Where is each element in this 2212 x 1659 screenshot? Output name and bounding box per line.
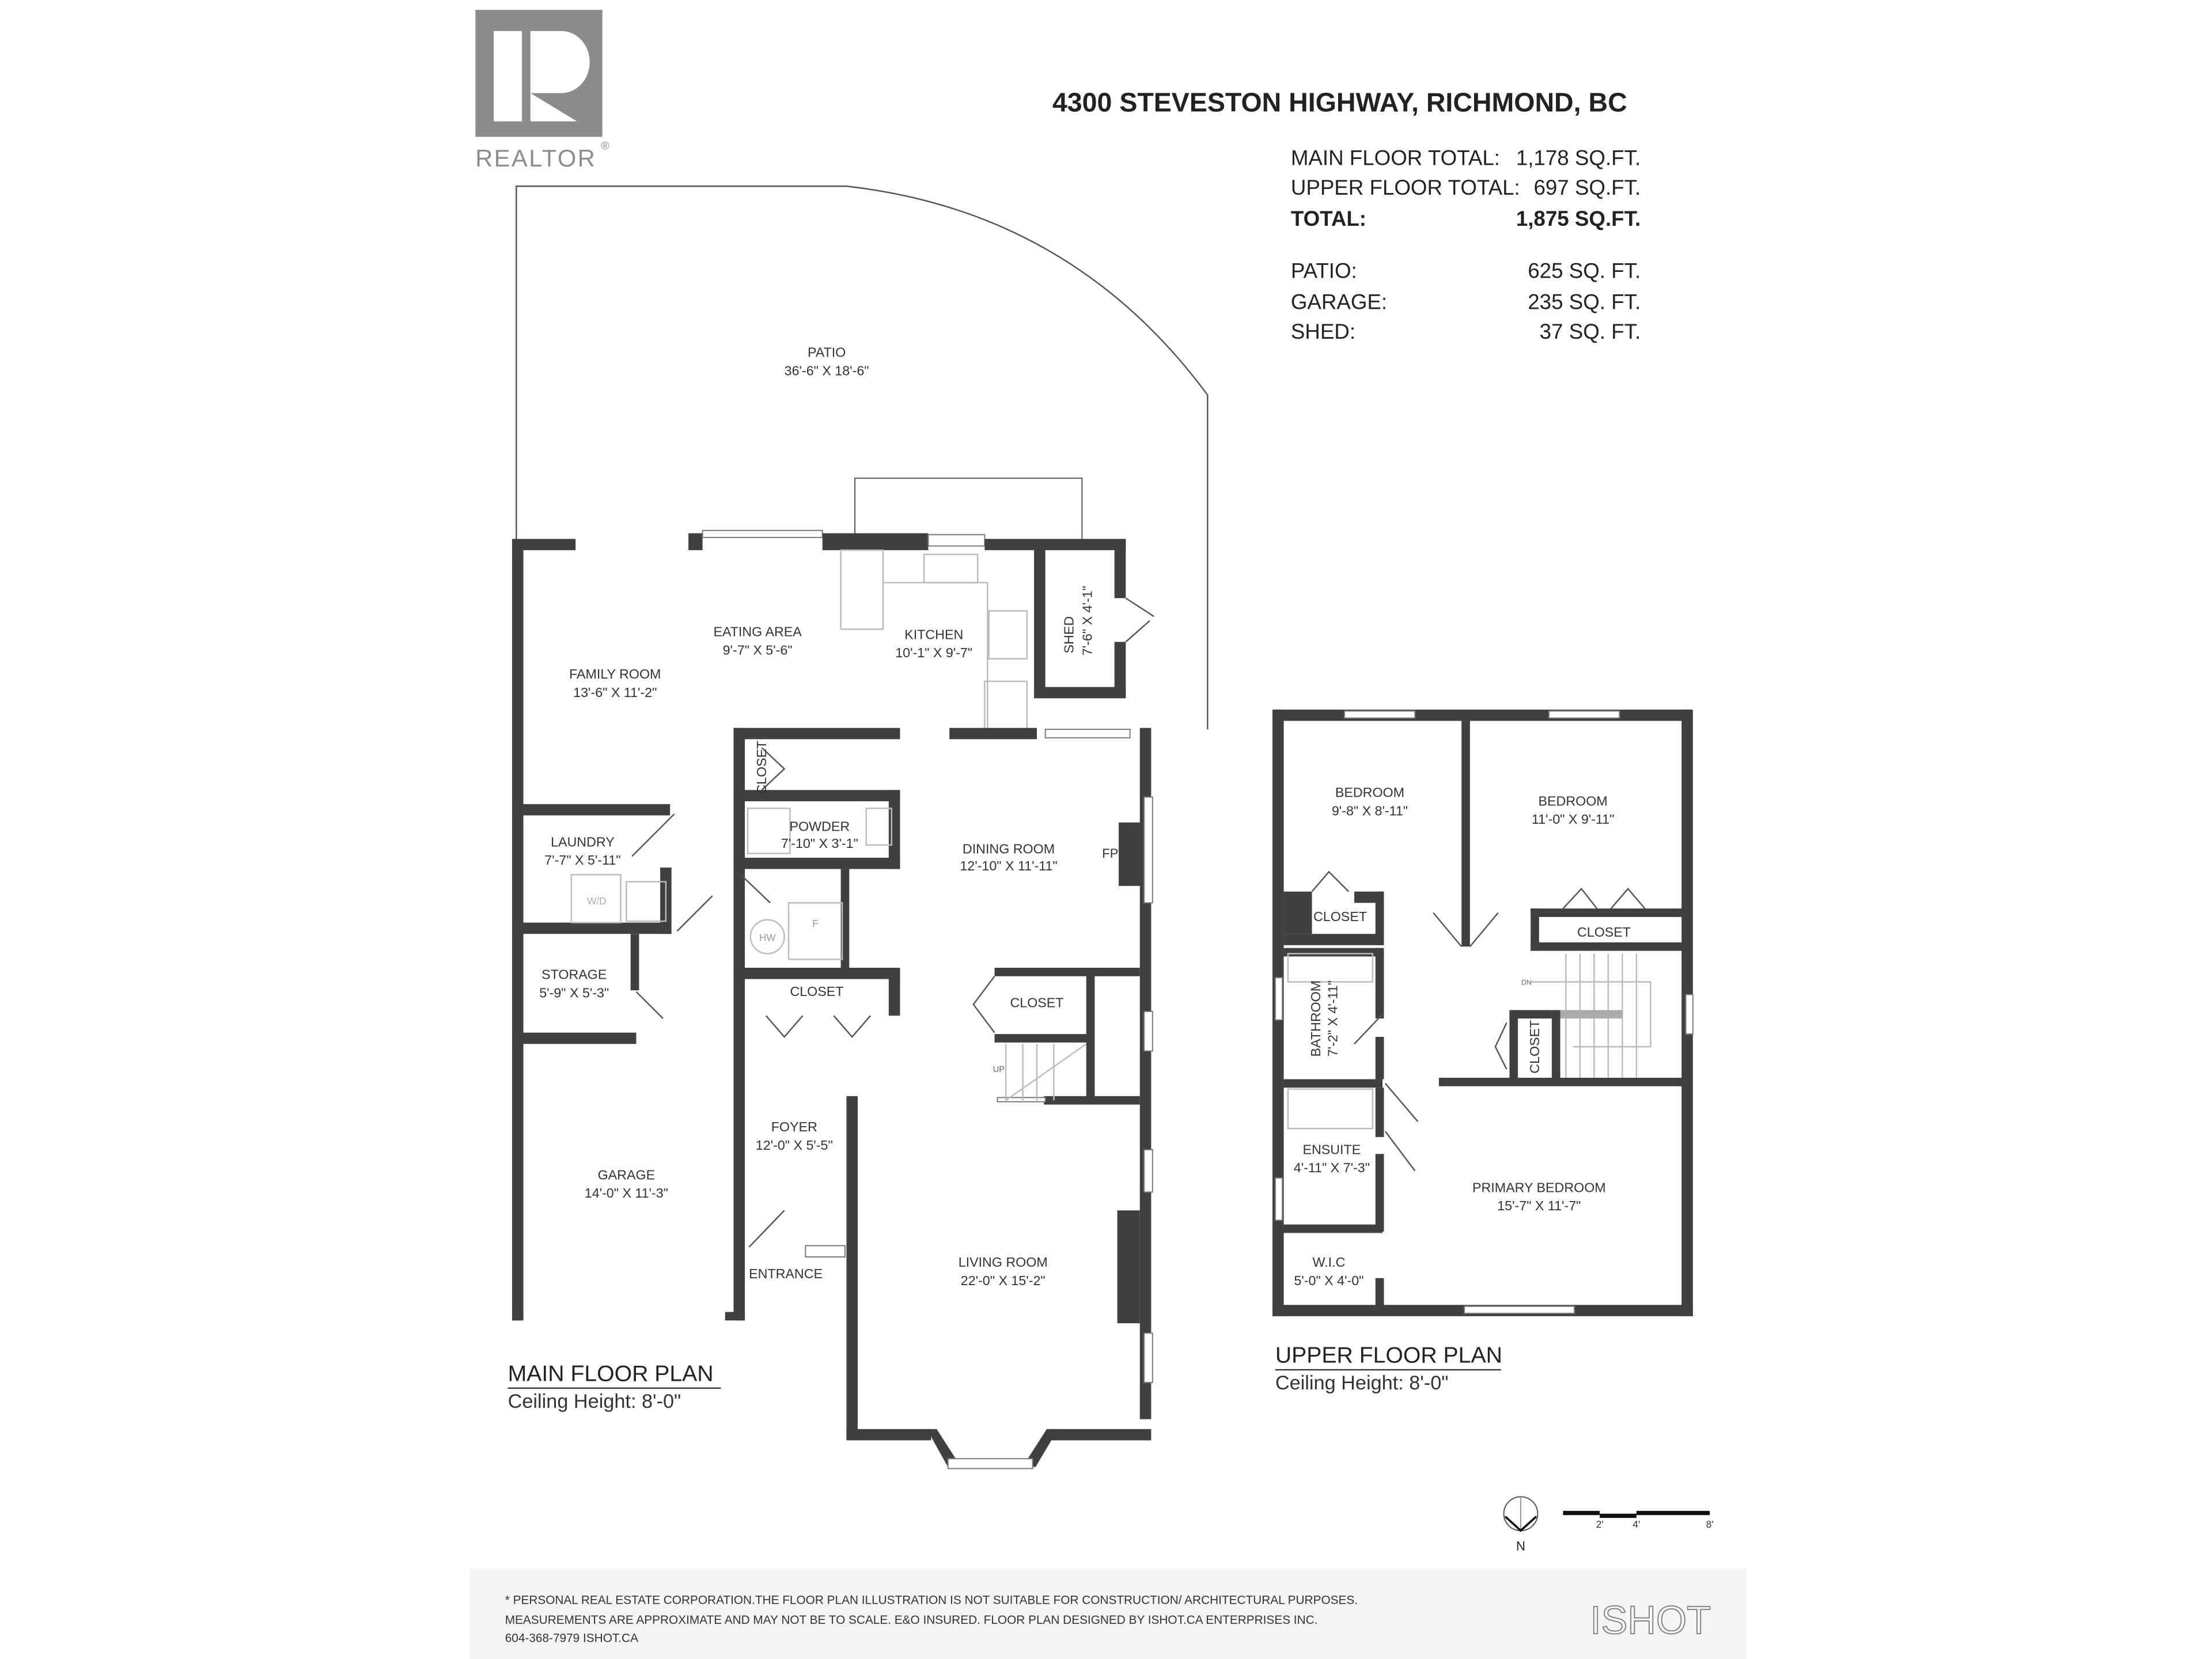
- shed-area-label: SHED:: [1291, 320, 1355, 343]
- fireplace-label: FP: [1102, 846, 1118, 861]
- closet-hall-label: CLOSET: [1527, 1020, 1542, 1074]
- room-powder-name: POWDER: [790, 819, 850, 834]
- main-floor-total-label: MAIN FLOOR TOTAL:: [1291, 146, 1500, 170]
- room-living-room-name: LIVING ROOM: [959, 1255, 1048, 1270]
- room-kitchen-name: KITCHEN: [904, 627, 963, 642]
- room-family-room-name: FAMILY ROOM: [569, 666, 661, 681]
- room-bathroom-name: BATHROOM: [1308, 980, 1323, 1057]
- room-wic-dim: 5'-0" X 4'-0": [1294, 1273, 1363, 1288]
- main-floor-plan: PATIO 36'-6" X 18'-6" EATING AREA 9'-7" …: [508, 185, 1209, 1469]
- north-label: N: [1516, 1539, 1525, 1553]
- closet-foyer-label: CLOSET: [790, 984, 843, 999]
- room-shed-dim: 7'-6" X 4'-1": [1080, 586, 1095, 656]
- scale-tick-2: 2': [1596, 1518, 1604, 1530]
- total-value: 1,875 SQ.FT.: [1516, 207, 1641, 230]
- room-bedroom-2-dim: 11'-0" X 9'-11": [1532, 812, 1614, 827]
- upper-floor-total-value: 697 SQ.FT.: [1533, 176, 1641, 199]
- room-dining-room-name: DINING ROOM: [963, 842, 1055, 857]
- room-family-room-dim: 13'-6" X 11'-2": [573, 685, 657, 700]
- room-storage-name: STORAGE: [541, 967, 607, 982]
- north-arrow: N: [1503, 1496, 1539, 1553]
- room-dining-room-dim: 12'-10" X 11'-11": [960, 858, 1057, 873]
- closet-stair-label: CLOSET: [1010, 995, 1063, 1010]
- stairs-down-label: DN: [1521, 978, 1532, 986]
- room-eating-area-name: EATING AREA: [713, 624, 802, 639]
- patio-area-value: 625 SQ. FT.: [1528, 259, 1641, 282]
- room-living-room-dim: 22'-0" X 15'-2": [961, 1273, 1046, 1288]
- room-bedroom-2-name: BEDROOM: [1539, 793, 1608, 808]
- room-kitchen-dim: 10'-1" X 9'-7": [895, 645, 972, 660]
- stairs-up-label: UP: [993, 1065, 1005, 1074]
- room-foyer-dim: 12'-0" X 5'-5": [756, 1138, 833, 1153]
- room-bedroom-1-name: BEDROOM: [1335, 785, 1404, 800]
- upper-floor-title: UPPER FLOOR PLAN: [1275, 1343, 1502, 1368]
- room-powder-dim: 7'-10" X 3'-1": [781, 836, 858, 851]
- upper-floor-ceiling: Ceiling Height: 8'-0": [1275, 1372, 1449, 1394]
- room-foyer-name: FOYER: [771, 1119, 817, 1134]
- room-ensuite-name: ENSUITE: [1302, 1142, 1361, 1157]
- realtor-logo: REALTOR ®: [475, 10, 609, 172]
- room-primary-bedroom-dim: 15'-7" X 11'-7": [1497, 1198, 1581, 1213]
- upper-floor-total-label: UPPER FLOOR TOTAL:: [1291, 176, 1520, 199]
- room-laundry-dim: 7'-7" X 5'-11": [544, 853, 620, 868]
- main-floor-total-value: 1,178 SQ.FT.: [1516, 146, 1641, 170]
- room-storage-dim: 5'-9" X 5'-3": [539, 985, 609, 1000]
- fireplace-living: [1117, 1210, 1140, 1324]
- property-address: 4300 STEVESTON HIGHWAY, RICHMOND, BC: [1052, 87, 1627, 117]
- room-bathroom-dim: 7'-2" X 4'-11": [1325, 980, 1340, 1056]
- scale-tick-4: 4': [1633, 1518, 1640, 1530]
- entrance-label: ENTRANCE: [749, 1266, 823, 1281]
- closet-top-label: CLOSET: [754, 741, 769, 794]
- hot-water-label: HW: [759, 931, 776, 943]
- room-patio-name: PATIO: [808, 345, 846, 360]
- registered-mark: ®: [601, 140, 609, 153]
- room-shed-name: SHED: [1062, 616, 1077, 654]
- patio-step: [854, 478, 1083, 541]
- realtor-logo-text: REALTOR: [475, 145, 596, 172]
- room-eating-area-dim: 9'-7" X 5'-6": [723, 642, 793, 657]
- fireplace-dining: [1119, 822, 1142, 886]
- garage-area-value: 235 SQ. FT.: [1528, 290, 1641, 313]
- scale-bar: 2' 4' 8': [1563, 1510, 1714, 1530]
- upper-floor-plan: BEDROOM 9'-8" X 8'-11" BEDROOM 11'-0" X …: [1272, 709, 1694, 1394]
- footer-disclaimer-line1: * PERSONAL REAL ESTATE CORPORATION.THE F…: [505, 1593, 1358, 1607]
- room-bedroom-1-dim: 9'-8" X 8'-11": [1332, 804, 1408, 819]
- room-patio-dim: 36'-6" X 18'-6": [785, 363, 869, 378]
- main-floor-ceiling: Ceiling Height: 8'-0": [508, 1391, 681, 1412]
- closet-bed2-label: CLOSET: [1577, 925, 1631, 940]
- room-garage-dim: 14'-0" X 11'-3": [585, 1185, 668, 1200]
- footer-contact: 604-368-7979 ISHOT.CA: [505, 1632, 638, 1645]
- room-wic-name: W.I.C: [1313, 1255, 1346, 1270]
- room-garage-name: GARAGE: [598, 1167, 655, 1182]
- shed-area-value: 37 SQ. FT.: [1540, 320, 1641, 343]
- footer: * PERSONAL REAL ESTATE CORPORATION.THE F…: [469, 1569, 1747, 1659]
- foyer-living-wall: [846, 1096, 858, 1438]
- room-primary-bedroom-name: PRIMARY BEDROOM: [1472, 1180, 1606, 1195]
- room-ensuite-dim: 4'-11" X 7'-3": [1294, 1160, 1370, 1175]
- main-floor-title: MAIN FLOOR PLAN: [508, 1362, 714, 1387]
- closet-bed1-label: CLOSET: [1313, 909, 1367, 924]
- room-laundry-name: LAUNDRY: [551, 834, 615, 849]
- footer-disclaimer-line2: MEASUREMENTS ARE APPROXIMATE AND MAY NOT…: [505, 1613, 1318, 1627]
- patio-area-label: PATIO:: [1291, 259, 1357, 282]
- ishot-logo: ISHOT: [1590, 1598, 1711, 1642]
- area-summary: MAIN FLOOR TOTAL: 1,178 SQ.FT. UPPER FLO…: [1291, 146, 1641, 343]
- total-label: TOTAL:: [1291, 207, 1366, 230]
- garage-area-label: GARAGE:: [1291, 290, 1387, 313]
- patio-outline: [516, 185, 1209, 730]
- scale-tick-8: 8': [1706, 1518, 1714, 1530]
- washer-dryer-label: W/D: [587, 895, 606, 907]
- furnace-label: F: [812, 918, 818, 929]
- footer-background: [469, 1569, 1747, 1659]
